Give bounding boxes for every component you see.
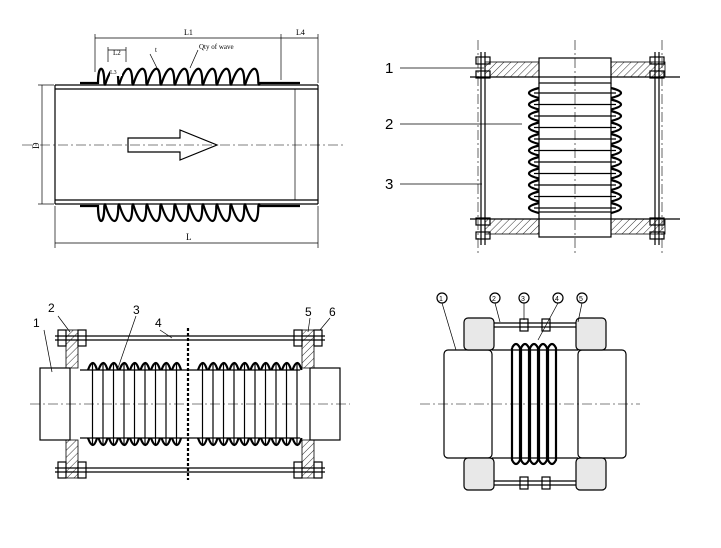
panel-d-label-1: 1 [439,296,443,303]
panel-a-pipe [54,84,319,205]
dim-label-d: D [31,142,41,149]
flow-arrow-icon [127,129,219,161]
panel-d-label-4: 4 [555,296,559,303]
panel-d-tie-rods [494,322,576,486]
dim-label-l3: L3 [110,70,117,76]
panel-b-tied-bellows: 1 2 3 [385,40,680,255]
panel-a-bellows-section: D L L1 L4 L2 L3 t Qty [22,28,345,248]
panel-d-label-3: 3 [521,296,525,303]
panel-d-callouts: 1 2 3 4 5 [436,292,588,351]
dimension-l: L [54,206,319,248]
panel-c-label-2: 2 [48,301,55,315]
dim-label-t: t [155,46,157,54]
panel-b-callouts: 1 2 3 [385,60,522,193]
panel-b-label-1: 1 [385,60,393,77]
panel-c-label-1: 1 [33,316,40,330]
panel-c-nuts [57,329,323,479]
panel-c-flanged-bellows: 1 2 3 4 5 6 [30,301,350,480]
panel-d-label-5: 5 [579,296,583,303]
dim-label-qty: Qty of wave [199,43,234,51]
panel-c-label-4: 4 [155,316,162,330]
panel-b-tie-rods [480,52,660,245]
dimension-l1-l4: L1 L4 [94,28,319,83]
panel-d-flange-blocks [463,317,607,491]
panel-b-label-2: 2 [385,116,393,133]
panel-d-compact-coupling: 1 2 3 4 5 [420,292,640,491]
dimension-l2-l3: L2 L3 t Qty of wave [107,43,234,76]
panel-c-callouts: 1 2 3 4 5 6 [33,301,336,373]
panel-b-convolutions [527,83,623,215]
panel-d-nuts [519,318,551,490]
panel-c-label-3: 3 [133,303,140,317]
dimension-d: D [31,84,54,205]
panel-c-tie-rods [55,335,325,473]
dim-label-l1: L1 [184,28,193,37]
panel-c-label-6: 6 [329,305,336,319]
panel-b-nuts [475,56,665,240]
dim-label-l: L [186,232,192,242]
dim-label-l4: L4 [296,28,305,37]
panel-b-label-3: 3 [385,176,393,193]
panel-d-label-2: 2 [492,296,496,303]
panel-a-convolutions [80,67,300,223]
dim-label-l2: L2 [113,49,121,57]
panel-c-label-5: 5 [305,305,312,319]
panel-d-convolutions [492,342,578,466]
